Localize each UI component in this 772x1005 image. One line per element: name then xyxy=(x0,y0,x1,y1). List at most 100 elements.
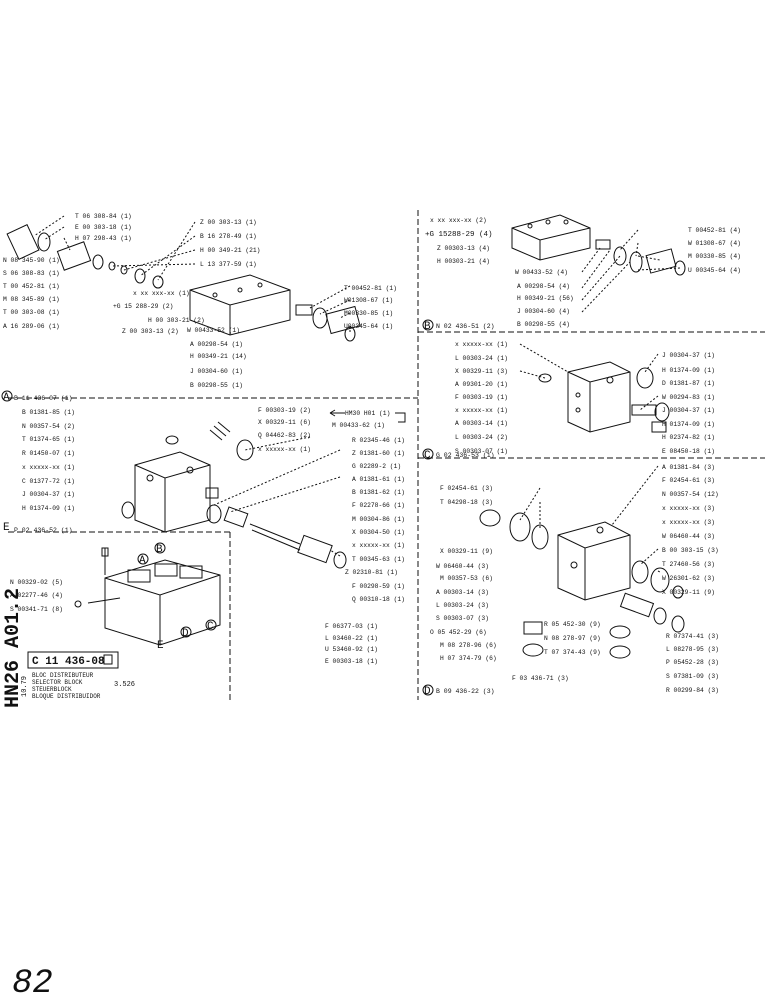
callout-d-ref: D xyxy=(424,686,431,698)
assembly-b-ref: N 02 436-51 (2) xyxy=(436,323,495,330)
part-label: X 00329-11 (3) xyxy=(455,368,508,375)
part-label: A 09301-20 (1) xyxy=(455,381,508,388)
part-label: H 07 298-43 (1) xyxy=(75,235,132,242)
part-label: W 06460-44 (3) xyxy=(436,563,489,570)
title-line-4: BLOQUE DISTRIBUIDOR xyxy=(32,693,101,700)
part-label: x xxxxx-xx (1) xyxy=(258,446,311,453)
title-line-2: SELECTOR BLOCK xyxy=(32,679,83,686)
part-label: Q 04462-83 (2) xyxy=(258,432,311,439)
title-ref: C 11 436-08 xyxy=(32,656,105,668)
part-label: J 00304-37 (1) xyxy=(662,352,715,359)
part-label: T 00 303-08 (1) xyxy=(3,309,60,316)
part-label: U 00345-64 (4) xyxy=(688,267,741,274)
part-label: x xx xxx-xx (2) xyxy=(430,217,487,224)
title-line-3: STEUERBLOCK xyxy=(32,686,72,693)
svg-text:C: C xyxy=(207,621,214,633)
part-label: C 01377-72 (1) xyxy=(22,478,75,485)
part-label: H 00349-21 (14) xyxy=(190,353,247,360)
part-label: X 00329-11 (9) xyxy=(440,548,493,555)
part-label: M 00304-86 (1) xyxy=(352,516,405,523)
part-label: H 02374-82 (1) xyxy=(662,434,715,441)
part-label: T 00345-63 (1) xyxy=(352,556,405,563)
part-label: A 00303-14 (1) xyxy=(455,420,508,427)
part-label: A 00298-54 (1) xyxy=(190,341,243,348)
part-label: F 03 436-71 (3) xyxy=(512,675,569,682)
part-label: J 00304-37 (1) xyxy=(662,407,715,414)
part-label: F 00298-59 (1) xyxy=(352,583,405,590)
part-label: x xxxxx-xx (1) xyxy=(22,464,75,471)
part-label: A 00298-54 (4) xyxy=(517,283,570,290)
part-label: R 05 452-30 (9) xyxy=(544,621,601,628)
svg-text:D: D xyxy=(182,628,189,640)
part-label: L 00303-24 (2) xyxy=(455,434,508,441)
part-label: H 00 303-21 (2) xyxy=(148,317,205,324)
part-label: W 26301-62 (3) xyxy=(662,575,715,582)
part-label: B 00298-55 (4) xyxy=(517,321,570,328)
part-label: S 00303-07 (3) xyxy=(436,615,489,622)
part-label: T 04298-18 (3) xyxy=(440,499,493,506)
part-label: B 00298-55 (1) xyxy=(190,382,243,389)
part-label: J 00304-37 (1) xyxy=(22,491,75,498)
leader-lines xyxy=(33,215,681,573)
part-label: +G 15 288-29 (2) xyxy=(113,303,173,310)
part-label: H 00 349-21 (21) xyxy=(200,247,260,254)
part-label: H 07 374-79 (6) xyxy=(440,655,497,662)
assembly-d-drawing xyxy=(479,509,685,659)
part-label: L 08278-95 (3) xyxy=(666,646,719,653)
part-label: N 00357-54 (2) xyxy=(22,423,75,430)
title-line-1: BLOC DISTRIBUTEUR xyxy=(32,672,94,679)
page-number: 82 xyxy=(12,965,53,1000)
part-label: W01308-67 (1) xyxy=(344,297,393,304)
part-label: Z 01381-60 (1) xyxy=(352,450,405,457)
drawing-number: HN26 A01.2 xyxy=(2,588,25,708)
part-label: W 00433-52 (4) xyxy=(515,269,568,276)
part-label: Z 02310-81 (1) xyxy=(345,569,398,576)
callouts: A B C D E A B D C E xyxy=(1,319,434,698)
part-label: Q 00310-18 (1) xyxy=(352,596,405,603)
part-label: Z 00 303-13 (1) xyxy=(200,219,257,226)
part-label: Z 00303-13 (4) xyxy=(437,245,490,252)
assembly-d-ref: B 09 436-22 (3) xyxy=(436,688,495,695)
part-label: M 00330-85 (4) xyxy=(688,253,741,260)
part-label: S 00341-71 (8) xyxy=(10,606,63,613)
part-label: T 00452-81 (1) xyxy=(344,285,397,292)
part-label: F 02278-66 (1) xyxy=(352,502,405,509)
part-label: F 02454-61 (3) xyxy=(662,477,715,484)
part-label: W 01308-67 (4) xyxy=(688,240,741,247)
part-label: L 13 377-59 (1) xyxy=(200,261,257,268)
part-label: J 00304-60 (4) xyxy=(517,308,570,315)
part-label: F 02454-61 (3) xyxy=(440,485,493,492)
part-label: L 00303-24 (1) xyxy=(455,355,508,362)
part-label: N 08 345-90 (1) xyxy=(3,257,60,264)
part-label: M 08 345-89 (1) xyxy=(3,296,60,303)
part-label: O 05 452-29 (6) xyxy=(430,629,487,636)
part-label: E 00303-18 (1) xyxy=(325,658,378,665)
part-label: T 00452-81 (4) xyxy=(688,227,741,234)
part-label: B 16 278-49 (1) xyxy=(200,233,257,240)
part-label: U 53460-92 (1) xyxy=(325,646,378,653)
part-label: S 00303-07 (1) xyxy=(455,448,508,455)
part-label: A 16 289-06 (1) xyxy=(3,323,60,330)
part-label: L 03460-22 (1) xyxy=(325,635,378,642)
part-label: H 00349-21 (56) xyxy=(517,295,574,302)
part-label: L 00303-24 (3) xyxy=(436,602,489,609)
callout-a-ref: A xyxy=(3,392,10,404)
assembly-e-drawing xyxy=(121,421,347,569)
callout-c-ref: C xyxy=(424,450,431,462)
part-label: T 27460-56 (3) xyxy=(662,561,715,568)
part-label: x xxxxx-xx (3) xyxy=(662,519,715,526)
part-label: H 00303-21 (4) xyxy=(437,258,490,265)
part-label: H 01374-09 (1) xyxy=(662,367,715,374)
part-label: A 02277-46 (4) xyxy=(10,592,63,599)
part-label: W 00433-52 (1) xyxy=(187,327,240,334)
part-label: F 00303-19 (1) xyxy=(455,394,508,401)
part-label: J 00304-60 (1) xyxy=(190,368,243,375)
part-label: x xxxxx-xx (3) xyxy=(662,505,715,512)
assembly-a-ref: B 11 436-07 (1) xyxy=(14,395,73,402)
part-label: x xxxxx-xx (1) xyxy=(455,341,508,348)
part-label: W 06460-44 (3) xyxy=(662,533,715,540)
part-label: E 08450-18 (1) xyxy=(662,448,715,455)
part-label: H 01374-09 (1) xyxy=(662,421,715,428)
part-label: H 01374-09 (1) xyxy=(22,505,75,512)
